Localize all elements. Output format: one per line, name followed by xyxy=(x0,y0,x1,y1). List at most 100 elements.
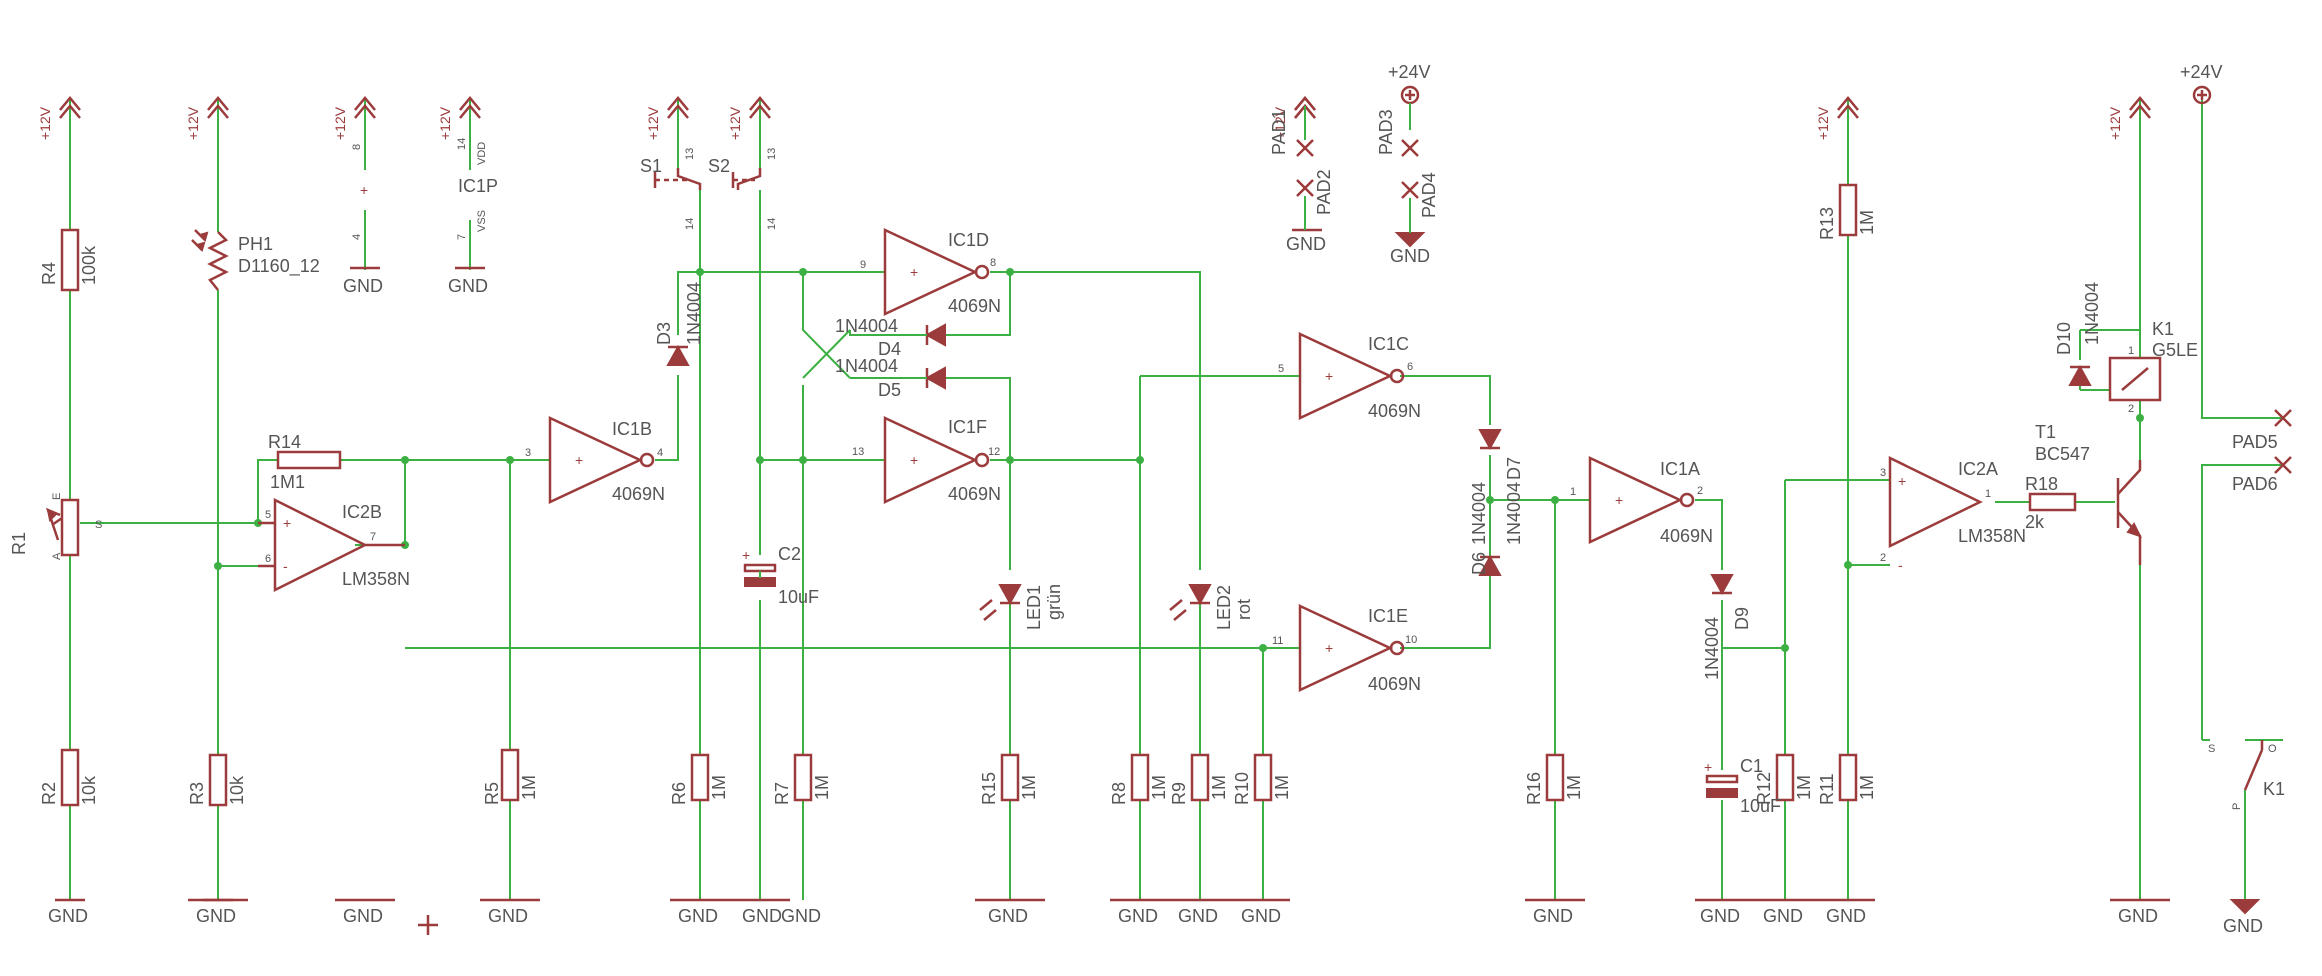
r7-label: R7 xyxy=(772,782,792,805)
r2-label: R2 xyxy=(39,782,59,805)
gnd-label: GND xyxy=(1763,906,1803,926)
gnd-label: GND xyxy=(1533,906,1573,926)
pin-14: 14 xyxy=(456,138,468,150)
gnd-label: GND xyxy=(781,906,821,926)
plus-sign: + xyxy=(360,182,368,198)
ic1p-label: IC1P xyxy=(458,176,498,196)
vdd-label: VDD xyxy=(476,142,488,165)
r9-value: 1M xyxy=(1209,775,1229,800)
gnd-label: GND xyxy=(2118,906,2158,926)
contact-s: S xyxy=(2208,743,2215,755)
c1-label: C1 xyxy=(1740,756,1763,776)
wires xyxy=(69,100,2283,900)
plus-sign: + xyxy=(910,264,918,280)
pin-6: 6 xyxy=(265,553,271,565)
v24-label: +24V xyxy=(1388,62,1431,82)
c2-value: 10uF xyxy=(778,587,819,607)
minus-sign: - xyxy=(283,558,288,574)
pad3-label: PAD3 xyxy=(1376,109,1396,155)
r13-value: 1M xyxy=(1857,210,1877,235)
r18-value: 2k xyxy=(2025,512,2045,532)
gnd-label: GND xyxy=(488,906,528,926)
gnd-label: GND xyxy=(1241,906,1281,926)
ic1e-label: IC1E xyxy=(1368,606,1408,626)
gnd-label: GND xyxy=(1390,246,1430,266)
r1-pin-e: E xyxy=(51,493,63,500)
relay: 1 2 K1 G5LE K1 S O P xyxy=(2108,319,2285,810)
pin-4: 4 xyxy=(657,447,663,459)
pin-7: 7 xyxy=(456,234,468,240)
d3-label: D3 xyxy=(654,322,674,345)
plus-sign: + xyxy=(742,547,750,563)
transistor: T1 BC547 xyxy=(2035,422,2142,565)
inverters: + + + + + + IC1B 4069N IC1D 4069N IC1F 4… xyxy=(525,228,1713,694)
pin-13: 13 xyxy=(684,148,696,160)
pin-14: 14 xyxy=(684,218,696,230)
ic1a-type: 4069N xyxy=(1660,526,1713,546)
gnd-label: GND xyxy=(1286,234,1326,254)
pin-10: 10 xyxy=(1405,634,1417,646)
s1-label: S1 xyxy=(640,156,662,176)
v12-label: +12V xyxy=(37,106,53,140)
pin-5: 5 xyxy=(1278,363,1284,375)
r6-label: R6 xyxy=(669,782,689,805)
ic1c-type: 4069N xyxy=(1368,401,1421,421)
r1-pin-a: A xyxy=(51,552,63,560)
r4-label: R4 xyxy=(39,262,59,285)
v12-label: +12V xyxy=(645,106,661,140)
s2-label: S2 xyxy=(708,156,730,176)
pin-1: 1 xyxy=(1570,486,1576,498)
plus-sign: + xyxy=(1704,759,1712,775)
t1-value: BC547 xyxy=(2035,444,2090,464)
k1-label: K1 xyxy=(2152,319,2174,339)
gnd-label: GND xyxy=(343,276,383,296)
d4-type: 1N4004 xyxy=(835,316,898,336)
r4-value: 100k xyxy=(79,245,99,285)
pin-13: 13 xyxy=(852,446,864,458)
r15-value: 1M xyxy=(1019,775,1039,800)
v12-label: +12V xyxy=(1272,106,1288,140)
pin-6: 6 xyxy=(1407,361,1413,373)
r11-value: 1M xyxy=(1857,775,1877,800)
d6-type: 1N4004 xyxy=(1469,482,1489,545)
ic2a-label: IC2A xyxy=(1958,459,1998,479)
v12-label: +12V xyxy=(727,106,743,140)
pad2-label: PAD2 xyxy=(1314,169,1334,215)
r13-label: R13 xyxy=(1817,207,1837,240)
switches: S1 S2 13 14 13 14 xyxy=(640,148,778,230)
gnd-label: GND xyxy=(988,906,1028,926)
contact-o: O xyxy=(2268,743,2277,755)
r6-value: 1M xyxy=(709,775,729,800)
gnd-label: GND xyxy=(742,906,782,926)
r10-label: R10 xyxy=(1232,772,1252,805)
pin-7: 7 xyxy=(370,531,376,543)
v12-label: +12V xyxy=(1815,106,1831,140)
v12-label: +12V xyxy=(2107,106,2123,140)
d10-type: 1N4004 xyxy=(2082,282,2102,345)
ic1d-label: IC1D xyxy=(948,230,989,250)
gnd-symbols: GND GND GND GND GND GND GND GND GND GND … xyxy=(48,228,2263,936)
ic1d-type: 4069N xyxy=(948,296,1001,316)
gnd-label: GND xyxy=(448,276,488,296)
ic1a-label: IC1A xyxy=(1660,459,1700,479)
diodes: D3 1N4004 1N4004 D4 1N4004 D5 1N4004 D6 … xyxy=(654,282,2102,680)
gnd-label: GND xyxy=(1826,906,1866,926)
pin-4: 4 xyxy=(351,234,363,240)
led2-color: rot xyxy=(1234,599,1254,620)
v12-label: +12V xyxy=(332,106,348,140)
r5-value: 1M xyxy=(519,775,539,800)
c1-value: 10uF xyxy=(1740,796,1781,816)
d6-label: D6 xyxy=(1469,552,1489,575)
v12-label: +12V xyxy=(185,106,201,140)
d4-label: D4 xyxy=(878,339,901,359)
origin-marker xyxy=(418,915,438,935)
r8-value: 1M xyxy=(1149,775,1169,800)
v12-label: +12V xyxy=(437,106,453,140)
r2-value: 10k xyxy=(79,775,99,805)
r3-value: 10k xyxy=(227,775,247,805)
r18-label: R18 xyxy=(2025,474,2058,494)
d9-type: 1N4004 xyxy=(1702,617,1722,680)
gnd-label: GND xyxy=(1118,906,1158,926)
pin-2: 2 xyxy=(1880,552,1886,564)
r15-label: R15 xyxy=(979,772,999,805)
